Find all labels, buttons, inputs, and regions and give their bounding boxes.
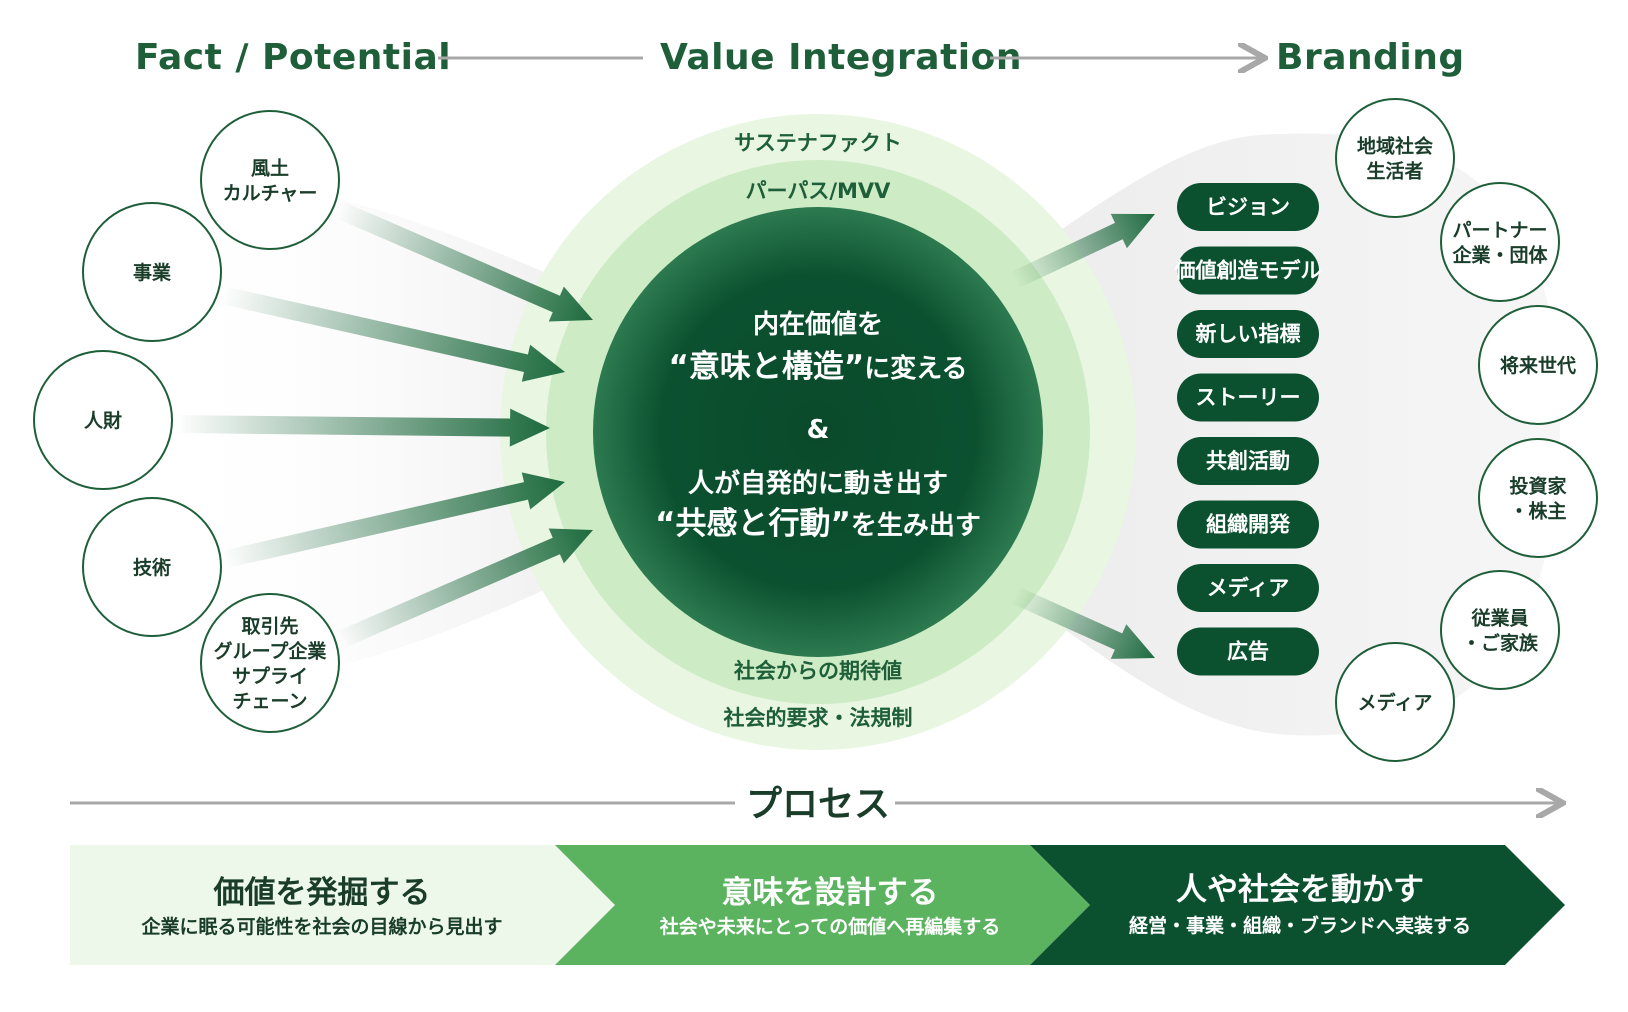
input-arrow-2 [220,286,566,382]
process-step-2 [555,845,1090,965]
output-pill: 共創活動 [1177,437,1319,485]
node-partners-line: 取引先 [241,615,298,638]
value-rings [500,114,1136,750]
input-arrow-1 [336,201,594,322]
output-arrow-up [1011,213,1155,289]
ring-label-social-expectation: 社会からの期待値 [733,659,902,683]
output-pill-label: 価値創造モデル [1174,259,1322,283]
output-pill-label: 新しい指標 [1196,322,1301,346]
center-line-1: 内在価値を [753,310,883,340]
center-message: 内在価値を “意味と構造”に変える & 人が自発的に動き出す “共感と行動”を生… [655,310,981,542]
output-pill: ストーリー [1177,373,1319,422]
center-line-2: “意味と構造”に変える [669,349,968,385]
input-arrow-4 [220,472,565,569]
node-technology-line: 技術 [133,556,171,579]
output-pill: 組織開発 [1177,500,1319,549]
stakeholder-line: 企業・団体 [1451,244,1548,267]
input-arrow-5 [336,528,594,649]
ring-label-purpose: パーパス/MVV [746,179,892,203]
output-arrows [1011,213,1156,659]
stakeholder-line: 投資家 [1509,475,1567,498]
stakeholder-node: 将来世代 [1478,305,1598,425]
stakeholder-line: ・ご家族 [1462,632,1539,655]
center-line-4: “共感と行動”を生み出す [655,506,981,542]
process-step-3 [1030,845,1565,965]
stakeholder-node: メディア [1335,642,1455,762]
node-partners-line: サプライ [232,665,308,688]
output-pill: 価値創造モデル [1174,246,1322,295]
node-business: 事業 [82,202,222,342]
node-talent: 人財 [33,350,173,490]
output-pill-label: 広告 [1227,640,1269,664]
center-amp: & [807,415,830,445]
stakeholder-line: 将来世代 [1500,354,1576,377]
stage-header: Fact / Potential Value Integration Brand… [135,37,1465,78]
ring-label-regulation: 社会的要求・法規制 [723,706,913,730]
output-pill: ビジョン [1177,183,1319,231]
stakeholder-line: パートナー [1452,220,1547,242]
stage-title-fact: Fact / Potential [135,37,451,78]
output-arrow-down [1011,586,1156,659]
center-line-3: 人が自発的に動き出す [688,468,948,499]
node-talent-line: 人財 [84,409,122,432]
process-step-1 [70,845,615,965]
process-step-2-title: 意味を設計する [722,875,939,911]
stakeholder-line: 地域社会 [1357,135,1433,158]
stakeholder-line: ・株主 [1509,500,1566,523]
node-culture-line: カルチャー [223,183,318,205]
process-step-3-subtitle: 経営・事業・組織・ブランドへ実装する [1129,914,1471,937]
node-partners-line: チェーン [232,691,307,713]
stakeholder-line: 従業員 [1470,607,1528,630]
input-arrows [174,201,594,649]
process-section: プロセス 価値を発掘する 企業に眠る可能性を社会の目線から見出す 意味を設計する… [70,784,1565,965]
node-culture-line: 風土 [251,158,289,180]
output-pill-label: 組織開発 [1206,513,1291,537]
output-pill-label: ストーリー [1196,386,1301,410]
output-pill-label: メディア [1207,576,1290,600]
right-flow-background [990,133,1560,736]
ring-label-sustainafact: サステナファクト [734,131,902,155]
process-step-3-title: 人や社会を動かす [1176,872,1424,908]
stakeholder-node: 投資家・株主 [1478,438,1598,558]
stakeholder-node: 従業員・ご家族 [1440,570,1560,690]
output-pill-label: 共創活動 [1206,449,1290,473]
stage-title-branding: Branding [1276,37,1465,78]
output-pill: 広告 [1177,627,1319,676]
output-pill: メディア [1177,564,1319,612]
input-arrow-3 [174,408,550,447]
process-step-1-title: 価値を発掘する [213,875,431,911]
output-pill: 新しい指標 [1177,310,1319,358]
node-partners-line: グループ企業 [214,640,328,663]
center-core [593,207,1043,657]
output-pill-label: ビジョン [1206,195,1290,219]
node-business-line: 事業 [133,261,172,284]
process-title: プロセス [746,784,890,825]
process-step-2-subtitle: 社会や未来にとっての価値へ再編集する [659,915,1000,938]
process-step-1-subtitle: 企業に眠る可能性を社会の目線から見出す [140,915,502,938]
stakeholder-line: 生活者 [1366,160,1423,183]
node-technology: 技術 [82,497,222,637]
stage-title-value: Value Integration [660,37,1022,78]
stakeholder-line: メディア [1358,691,1433,714]
